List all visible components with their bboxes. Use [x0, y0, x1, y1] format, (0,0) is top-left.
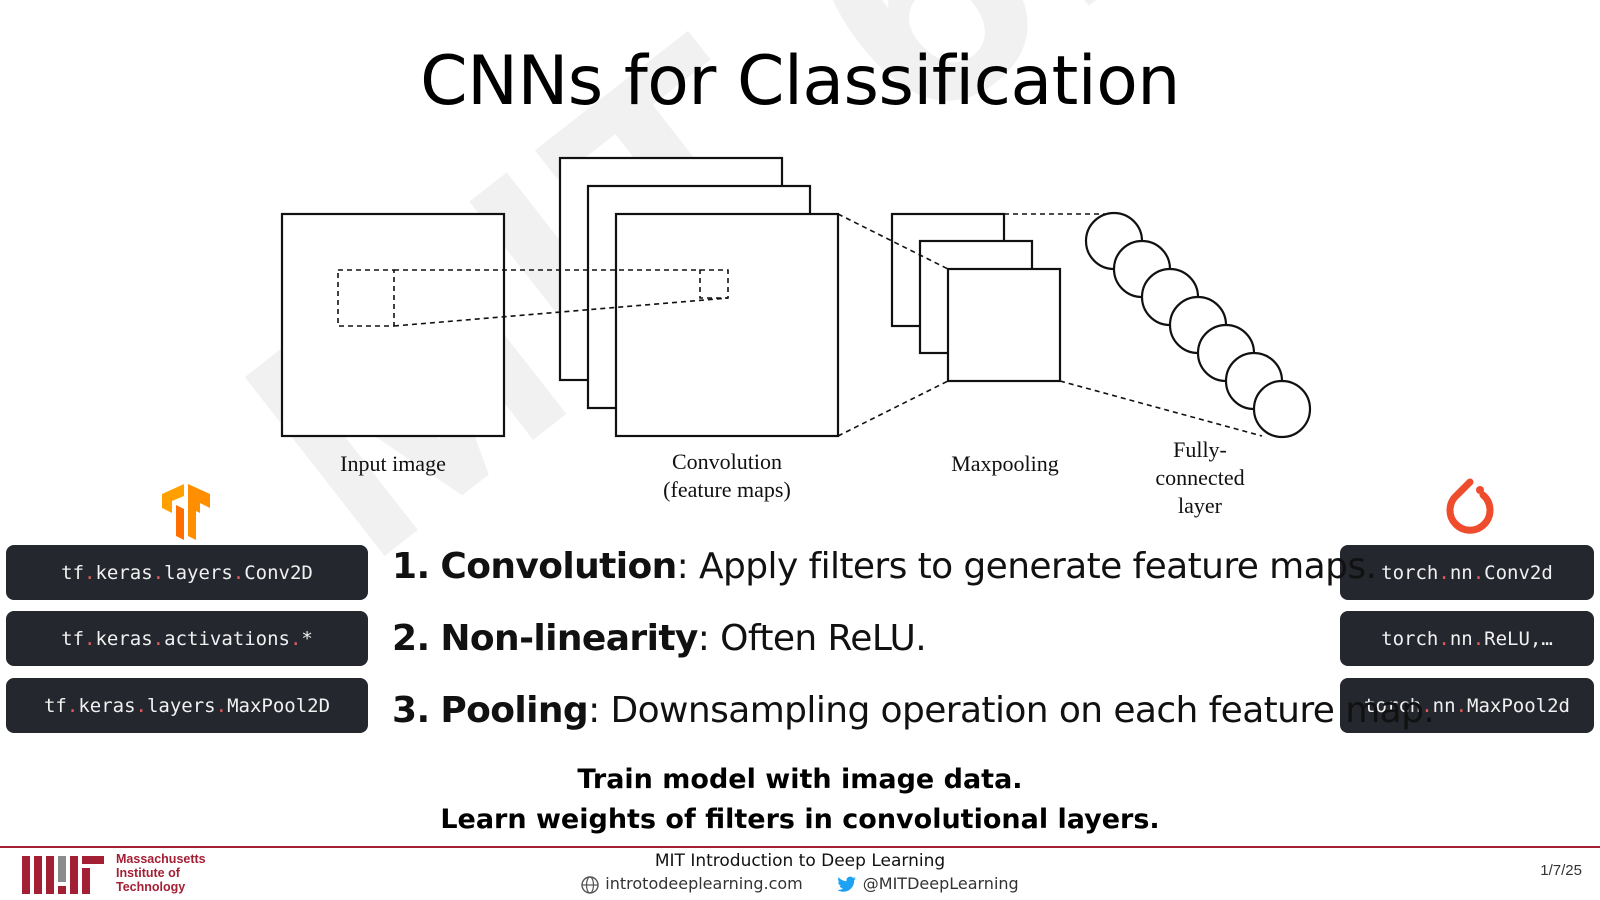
twitter-handle[interactable]: @MITDeepLearning — [862, 874, 1019, 893]
step-nonlinearity: 2. Non-linearity: Often ReLU. — [392, 618, 927, 659]
footer-divider — [0, 846, 1600, 848]
receptive-field — [337, 269, 395, 327]
tensorflow-logo-icon — [162, 484, 210, 540]
twitter-icon — [837, 876, 856, 892]
website-link[interactable]: introtodeeplearning.com — [605, 874, 803, 893]
feature-map-3 — [614, 212, 840, 438]
pooled-map-3 — [946, 267, 1062, 383]
label-fully-connected: Fully- connected layer — [1155, 437, 1245, 518]
torch-maxpool2d-code: torch.nn.MaxPool2d — [1340, 678, 1594, 733]
slide-date: 1/7/25 — [1540, 862, 1582, 879]
tf-maxpool2d-code: tf.keras.layers.MaxPool2D — [6, 678, 368, 733]
feature-map-pixel — [699, 269, 729, 299]
fully-connected-neurons — [1084, 211, 1312, 439]
pytorch-logo-icon — [1446, 478, 1494, 534]
torch-relu-code: torch.nn.ReLU,… — [1340, 611, 1594, 666]
cnn-architecture-diagram — [280, 156, 1312, 439]
label-convolution: Convolution (feature maps) — [663, 449, 791, 502]
step-pooling: 3. Pooling: Downsampling operation on ea… — [392, 690, 1435, 731]
label-input-image: Input image — [340, 451, 446, 476]
mit-institution-name: Massachusetts Institute of Technology — [116, 852, 206, 894]
tf-conv2d-code: tf.keras.layers.Conv2D — [6, 545, 368, 600]
label-maxpooling: Maxpooling — [951, 451, 1059, 476]
course-title: MIT Introduction to Deep Learning — [654, 851, 946, 871]
step-convolution: 1. Convolution: Apply filters to generat… — [392, 546, 1377, 587]
input-image-box — [280, 212, 506, 438]
summary-line-2: Learn weights of filters in convolutiona… — [440, 804, 1160, 835]
footer-links: introtodeeplearning.com @MITDeepLearning — [0, 874, 1600, 894]
tf-activations-code: tf.keras.activations.* — [6, 611, 368, 666]
globe-icon — [581, 875, 599, 894]
mit-logo-icon — [22, 856, 104, 894]
summary-line-1: Train model with image data. — [577, 764, 1023, 795]
slide-title: CNNs for Classification — [420, 42, 1180, 121]
torch-conv2d-code: torch.nn.Conv2d — [1340, 545, 1594, 600]
